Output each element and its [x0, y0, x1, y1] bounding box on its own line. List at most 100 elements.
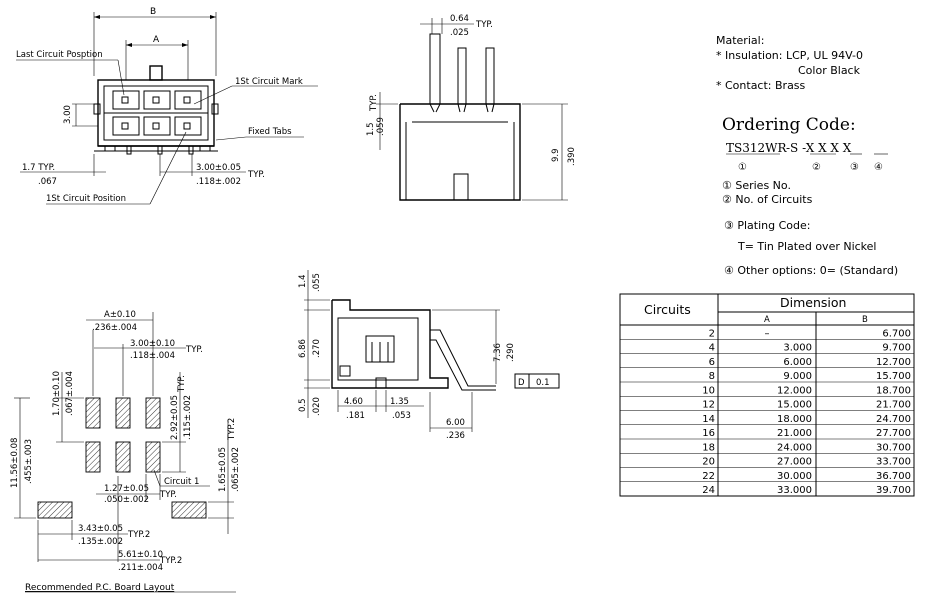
- table-cell-a: 30.000: [777, 471, 812, 482]
- table-row: 12 15.000 21.700: [702, 400, 911, 411]
- table-cell-circuits: 4: [709, 343, 715, 354]
- d-right-mm-label: 7.36: [493, 343, 503, 362]
- table-cell-circuits: 2: [709, 328, 715, 339]
- table-col-circuits: Circuits: [644, 302, 691, 317]
- d-bot-mm-label: 0.5: [298, 398, 308, 412]
- pcb-pitch-in-label: .118±.004: [130, 351, 175, 361]
- table-cell-a: 6.000: [783, 357, 812, 368]
- offset-in-label: .067: [38, 177, 57, 187]
- table-cell-a: 27.000: [777, 457, 812, 468]
- table-row: 18 24.000 30.700: [702, 442, 911, 453]
- table-cell-b: 24.700: [876, 414, 911, 425]
- d-460-in-label: .181: [346, 411, 365, 421]
- ordering-plating-value: T= Tin Plated over Nickel: [737, 240, 877, 253]
- dim-b-label: B: [150, 7, 156, 17]
- first-circuit-position-label: 1St Circuit Position: [46, 194, 126, 204]
- table-cell-a: 18.000: [777, 414, 812, 425]
- d-mid-in-label: .270: [312, 339, 322, 358]
- pcb-caption: Recommended P.C. Board Layout: [25, 583, 175, 593]
- table-cell-b: 12.700: [876, 357, 911, 368]
- table-cell-b: 18.700: [876, 385, 911, 396]
- ordering-circuits: ② No. of Circuits: [722, 193, 813, 206]
- table-cell-a: 21.000: [777, 428, 812, 439]
- table-cell-a: 15.000: [777, 400, 812, 411]
- table-cell-circuits: 20: [702, 457, 715, 468]
- pcb-total-mm-label: 11.56±0.08: [10, 438, 20, 488]
- pcb-pad-w-mm-label: 1.70±0.10: [52, 371, 62, 416]
- datum-tolerance: 0.1: [536, 378, 550, 388]
- pcb-pitch-mm-label: 3.00±0.10: [130, 339, 175, 349]
- material-contact: * Contact: Brass: [716, 79, 806, 92]
- d-mid-mm-label: 6.86: [298, 339, 308, 358]
- pcb-row-typ-label: TYP.: [177, 375, 187, 393]
- table-cell-circuits: 16: [702, 428, 715, 439]
- ordering-plating-title: ③ Plating Code:: [724, 219, 810, 232]
- pcb-343-in-label: .135±.002: [78, 537, 123, 547]
- ordering-other: ④ Other options: 0= (Standard): [724, 264, 898, 277]
- pcb-circuit-1-label: Circuit 1: [164, 477, 199, 487]
- table-row: 4 3.000 9.700: [709, 343, 911, 354]
- height-3-label: 3.00: [63, 105, 73, 124]
- height-mm-label: 9.9: [551, 148, 561, 162]
- table-cell-b: 21.700: [876, 400, 911, 411]
- pcb-pad-w-in-label: .067±.004: [65, 371, 75, 416]
- material-title: Material:: [716, 34, 764, 47]
- ordering-marker-4: ④: [874, 162, 883, 173]
- table-cell-circuits: 18: [702, 442, 715, 453]
- top-view: B A L: [16, 7, 318, 205]
- ordering-marker-3: ③: [850, 162, 859, 173]
- pcb-tab-mm-label: 1.65±0.05: [218, 447, 228, 492]
- d-600-in-label: .236: [446, 431, 465, 441]
- d-460-mm-label: 4.60: [344, 397, 363, 407]
- pcb-tab-in-label: .065±.002: [231, 447, 241, 492]
- table-cell-b: 33.700: [876, 457, 911, 468]
- datum-letter: D: [518, 378, 525, 388]
- side-view: 0.64 .025 TYP. 1.5 .059 TYP. 9.9 .390: [366, 14, 577, 201]
- pitch-mm-label: 3.00±0.05: [196, 163, 241, 173]
- table-cell-b: 27.700: [876, 428, 911, 439]
- d-135-mm-label: 1.35: [390, 397, 409, 407]
- pcb-561-mm-label: 5.61±0.10: [118, 550, 163, 560]
- ordering-title: Ordering Code:: [722, 115, 856, 135]
- ordering-code-rest: -S -X X X X: [786, 141, 852, 155]
- table-cell-a: –: [765, 328, 770, 339]
- d-135-in-label: .053: [392, 411, 411, 421]
- table-cell-b: 30.700: [876, 442, 911, 453]
- material-block: Material: * Insulation: LCP, UL 94V-0 Co…: [716, 34, 863, 92]
- pin-len-mm-label: 1.5: [366, 122, 376, 136]
- table-cell-circuits: 8: [709, 371, 715, 382]
- table-cell-a: 3.000: [783, 343, 812, 354]
- d-bot-in-label: .020: [312, 397, 322, 416]
- offset-mm-label: 1.7 TYP.: [22, 163, 55, 173]
- pcb-pad-h-mm-label: 1.27±0.05: [104, 484, 149, 494]
- table-cell-circuits: 12: [702, 400, 715, 411]
- table-row: 16 21.000 27.700: [702, 428, 911, 439]
- table-cell-b: 6.700: [882, 328, 911, 339]
- pcb-pad-h-in-label: .050±.002: [104, 495, 149, 505]
- ordering-marker-1: ①: [738, 162, 747, 173]
- pcb-row-mm-label: 2.92±0.05: [170, 395, 180, 440]
- table-cell-a: 24.000: [777, 442, 812, 453]
- pcb-pitch-typ-label: TYP.: [185, 345, 203, 355]
- pcb-total-in-label: .455±.003: [24, 439, 34, 484]
- pcb-561-typ-label: TYP.2: [159, 556, 182, 566]
- table-cell-b: 15.700: [876, 371, 911, 382]
- table-col-a: A: [764, 315, 770, 325]
- pcb-row-in-label: .115±.002: [183, 395, 193, 440]
- last-circuit-position-label: Last Circuit Posption: [16, 50, 103, 60]
- pcb-pad-h-typ-label: TYP.: [159, 490, 177, 500]
- d-top-mm-label: 1.4: [298, 274, 308, 288]
- table-cell-circuits: 22: [702, 471, 715, 482]
- pcb-a-in-label: .236±.004: [92, 323, 137, 333]
- ordering-marker-2: ②: [812, 162, 821, 173]
- table-cell-b: 9.700: [882, 343, 911, 354]
- table-row: 20 27.000 33.700: [702, 457, 911, 468]
